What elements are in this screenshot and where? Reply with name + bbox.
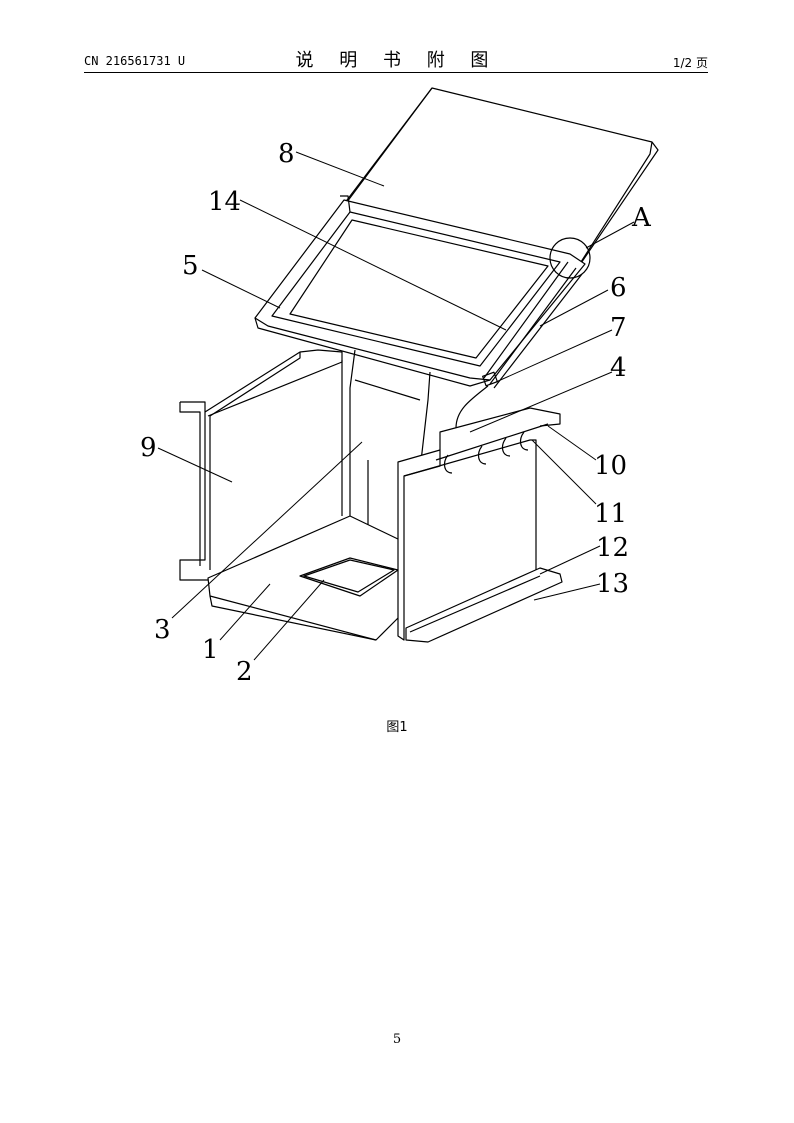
label-1: 1 <box>202 635 219 665</box>
label-2: 2 <box>236 657 253 687</box>
hook-4 <box>519 431 529 451</box>
screen-frame <box>254 195 586 387</box>
label-12: 12 <box>596 533 629 563</box>
left-side-wall <box>179 349 343 581</box>
header-rule <box>84 72 708 73</box>
hook-3 <box>501 437 511 457</box>
right-side-wall <box>397 407 563 643</box>
label-3: 3 <box>154 615 171 645</box>
label-11: 11 <box>594 499 627 529</box>
hinge-rod <box>482 261 583 389</box>
cable <box>455 385 489 429</box>
detail-circle-a <box>549 237 591 279</box>
label-8: 8 <box>278 139 295 169</box>
leader-lines <box>157 151 635 661</box>
label-a: A <box>631 203 652 233</box>
publication-number: CN 216561731 U <box>84 54 186 68</box>
label-10: 10 <box>594 451 627 481</box>
hook-2 <box>477 445 487 465</box>
page-number: 5 <box>392 1032 402 1047</box>
reference-labels: 8 14 A 5 6 7 4 9 10 11 12 13 3 1 2 <box>140 139 652 687</box>
label-13: 13 <box>596 569 629 599</box>
label-4: 4 <box>610 353 627 383</box>
figure-caption: 图1 <box>386 720 408 735</box>
page-of-total: 1/2 页 <box>672 56 708 70</box>
label-5: 5 <box>182 251 199 281</box>
label-14: 14 <box>208 187 241 217</box>
hook-1 <box>443 454 453 474</box>
document-title: 说 明 书 附 图 <box>295 50 499 71</box>
label-9: 9 <box>140 433 157 463</box>
label-6: 6 <box>610 273 627 303</box>
label-7: 7 <box>610 313 627 343</box>
